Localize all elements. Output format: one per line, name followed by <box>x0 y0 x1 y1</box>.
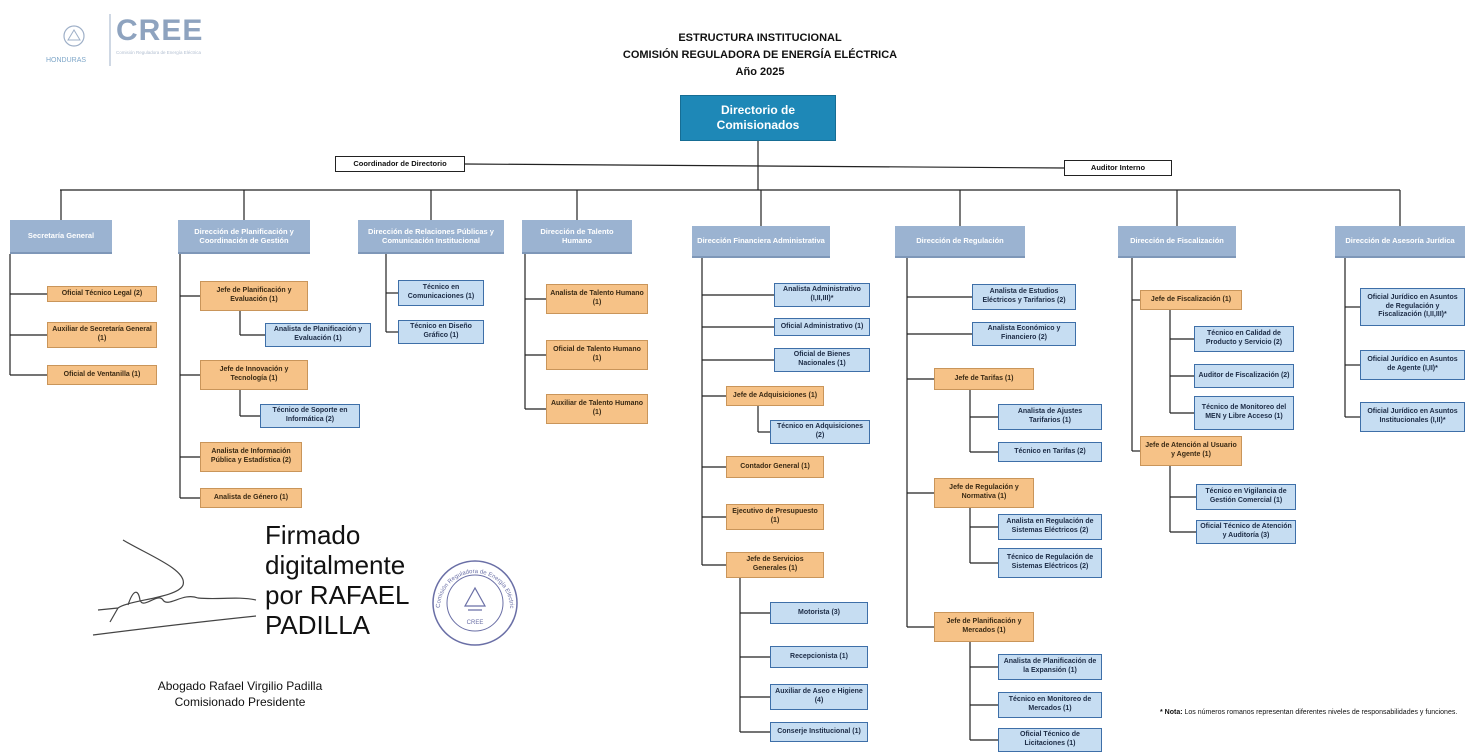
signer-block: Abogado Rafael Virgilio Padilla Comision… <box>140 678 340 710</box>
position-recepcionista-1: Recepcionista (1) <box>770 646 868 668</box>
position-analista-de-ajustes-tarifarios-1: Analista de Ajustes Tarifarios (1) <box>998 404 1102 430</box>
position-analista-de-genero-1: Analista de Género (1) <box>200 488 302 508</box>
position-oficial-tecnico-de-atencion-y-auditoria-: Oficial Técnico de Atención y Auditoría … <box>1196 520 1296 544</box>
dept-direccion-de-relaciones-publicas-y-comun: Dirección de Relaciones Públicas y Comun… <box>358 220 504 254</box>
staff-auditor: Auditor Interno <box>1064 160 1172 176</box>
header-line-2: COMISIÓN REGULADORA DE ENERGÍA ELÉCTRICA <box>622 49 898 61</box>
cree-seal: CREE Comisión Reguladora de Energía Eléc… <box>426 552 523 651</box>
position-auditor-de-fiscalizacion-2: Auditor de Fiscalización (2) <box>1194 364 1294 388</box>
position-contador-general-1: Contador General (1) <box>726 456 824 478</box>
handwritten-signature <box>92 539 257 636</box>
position-analista-administrativo-i-ii-iii: Analista Administrativo (I,II,III)* <box>774 283 870 307</box>
position-motorista-3: Motorista (3) <box>770 602 868 624</box>
position-oficial-de-ventanilla-1: Oficial de Ventanilla (1) <box>47 365 157 385</box>
dept-direccion-de-regulacion: Dirección de Regulación <box>895 226 1025 258</box>
position-jefe-de-atencion-al-usuario-y-agente-1: Jefe de Atención al Usuario y Agente (1) <box>1140 436 1242 466</box>
header-line-3: Año 2025 <box>735 66 785 78</box>
position-jefe-de-adquisiciones-1: Jefe de Adquisiciones (1) <box>726 386 824 406</box>
position-analista-en-regulacion-de-sistemas-elect: Analista en Regulación de Sistemas Eléct… <box>998 514 1102 540</box>
position-ejecutivo-de-presupuesto-1: Ejecutivo de Presupuesto (1) <box>726 504 824 530</box>
dept-direccion-financiera-administrativa: Dirección Financiera Administrativa <box>692 226 830 258</box>
position-tecnico-en-diseno-grafico-1: Técnico en Diseño Gráfico (1) <box>398 320 484 344</box>
staff-coordinador: Coordinador de Directorio <box>335 156 465 172</box>
position-oficial-de-talento-humano-1: Oficial de Talento Humano (1) <box>546 340 648 370</box>
dept-direccion-de-talento-humano: Dirección de Talento Humano <box>522 220 632 254</box>
position-analista-de-planificacion-y-evaluacion-1: Analista de Planificación y Evaluación (… <box>265 323 371 347</box>
seal-emblem-icon <box>463 586 487 611</box>
footnote-text: Los números romanos representan diferent… <box>1184 709 1458 716</box>
chart-header: ESTRUCTURA INSTITUCIONAL COMISIÓN REGULA… <box>560 30 960 81</box>
position-oficial-administrativo-1: Oficial Administrativo (1) <box>774 318 870 336</box>
position-jefe-de-regulacion-y-normativa-1: Jefe de Regulación y Normativa (1) <box>934 478 1034 508</box>
position-oficial-tecnico-legal-2: Oficial Técnico Legal (2) <box>47 286 157 302</box>
position-jefe-de-tarifas-1: Jefe de Tarifas (1) <box>934 368 1034 390</box>
position-tecnico-en-calidad-de-producto-y-servici: Técnico en Calidad de Producto y Servici… <box>1194 326 1294 352</box>
position-oficial-de-bienes-nacionales-1: Oficial de Bienes Nacionales (1) <box>774 348 870 372</box>
position-tecnico-en-comunicaciones-1: Técnico en Comunicaciones (1) <box>398 280 484 306</box>
position-tecnico-de-regulacion-de-sistemas-electr: Técnico de Regulación de Sistemas Eléctr… <box>998 548 1102 578</box>
honduras-emblem-icon <box>63 25 85 47</box>
position-jefe-de-servicios-generales-1: Jefe de Servicios Generales (1) <box>726 552 824 578</box>
signer-name: Abogado Rafael Virgilio Padilla <box>157 679 323 693</box>
position-auxiliar-de-secretaria-general-1: Auxiliar de Secretaría General (1) <box>47 322 157 348</box>
seal-abbr: CREE <box>467 620 484 626</box>
seal-ring-text: Comisión Reguladora de Energía Eléctrica <box>426 552 514 609</box>
svg-text:Comisión Reguladora de Energía: Comisión Reguladora de Energía Eléctrica <box>428 556 514 609</box>
signer-role: Comisionado Presidente <box>174 695 306 709</box>
cree-logo: HONDURAS CREE Comisión Reguladora de Ene… <box>38 8 218 70</box>
position-tecnico-de-monitoreo-del-men-y-libre-acc: Técnico de Monitoreo del MEN y Libre Acc… <box>1194 396 1294 430</box>
position-tecnico-de-soporte-en-informatica-2: Técnico de Soporte en Informática (2) <box>260 404 360 428</box>
position-oficial-tecnico-de-licitaciones-1: Oficial Técnico de Licitaciones (1) <box>998 728 1102 752</box>
logo-brand-sub: Comisión Reguladora de Energía Eléctrica <box>116 50 202 55</box>
position-auxiliar-de-talento-humano-1: Auxiliar de Talento Humano (1) <box>546 394 648 424</box>
position-auxiliar-de-aseo-e-higiene-4: Auxiliar de Aseo e Higiene (4) <box>770 684 868 710</box>
dept-secretaria-general: Secretaría General <box>10 220 112 254</box>
position-tecnico-en-monitoreo-de-mercados-1: Técnico en Monitoreo de Mercados (1) <box>998 692 1102 718</box>
header-line-1: ESTRUCTURA INSTITUCIONAL <box>678 32 842 44</box>
position-analista-de-talento-humano-1: Analista de Talento Humano (1) <box>546 284 648 314</box>
position-oficial-juridico-en-asuntos-instituciona: Oficial Jurídico en Asuntos Instituciona… <box>1360 402 1465 432</box>
position-oficial-juridico-en-asuntos-de-regulacio: Oficial Jurídico en Asuntos de Regulació… <box>1360 288 1465 326</box>
footnote-label: * Nota: <box>1160 709 1183 716</box>
logo-country: HONDURAS <box>46 57 86 64</box>
footnote: * Nota: Los números romanos representan … <box>1160 708 1460 718</box>
position-jefe-de-planificacion-y-evaluacion-1: Jefe de Planificación y Evaluación (1) <box>200 281 308 311</box>
top-node-directorio: Directorio de Comisionados <box>680 95 836 141</box>
position-tecnico-en-tarifas-2: Técnico en Tarifas (2) <box>998 442 1102 462</box>
position-tecnico-en-adquisiciones-2: Técnico en Adquisiciones (2) <box>770 420 870 444</box>
digital-signature-stamp: Firmado digitalmente por RAFAEL PADILLA <box>265 520 409 640</box>
position-jefe-de-fiscalizacion-1: Jefe de Fiscalización (1) <box>1140 290 1242 310</box>
position-analista-de-informacion-publica-y-estadi: Analista de Información Pública y Estadí… <box>200 442 302 472</box>
position-tecnico-en-vigilancia-de-gestion-comerci: Técnico en Vigilancia de Gestión Comerci… <box>1196 484 1296 510</box>
position-analista-de-planificacion-de-la-expansio: Analista de Planificación de la Expansió… <box>998 654 1102 680</box>
logo-brand: CREE <box>116 14 203 47</box>
position-analista-economico-y-financiero-2: Analista Económico y Financiero (2) <box>972 322 1076 346</box>
position-jefe-de-innovacion-y-tecnologia-1: Jefe de Innovación y Tecnología (1) <box>200 360 308 390</box>
position-analista-de-estudios-electricos-y-tarifa: Analista de Estudios Eléctricos y Tarifa… <box>972 284 1076 310</box>
dept-direccion-de-asesoria-juridica: Dirección de Asesoría Jurídica <box>1335 226 1465 258</box>
dept-direccion-de-fiscalizacion: Dirección de Fiscalización <box>1118 226 1236 258</box>
position-conserje-institucional-1: Conserje Institucional (1) <box>770 722 868 742</box>
position-jefe-de-planificacion-y-mercados-1: Jefe de Planificación y Mercados (1) <box>934 612 1034 642</box>
dept-direccion-de-planificacion-y-coordinacio: Dirección de Planificación y Coordinació… <box>178 220 310 254</box>
position-oficial-juridico-en-asuntos-de-agente-i-: Oficial Jurídico en Asuntos de Agente (I… <box>1360 350 1465 380</box>
connector-line <box>464 163 1065 169</box>
